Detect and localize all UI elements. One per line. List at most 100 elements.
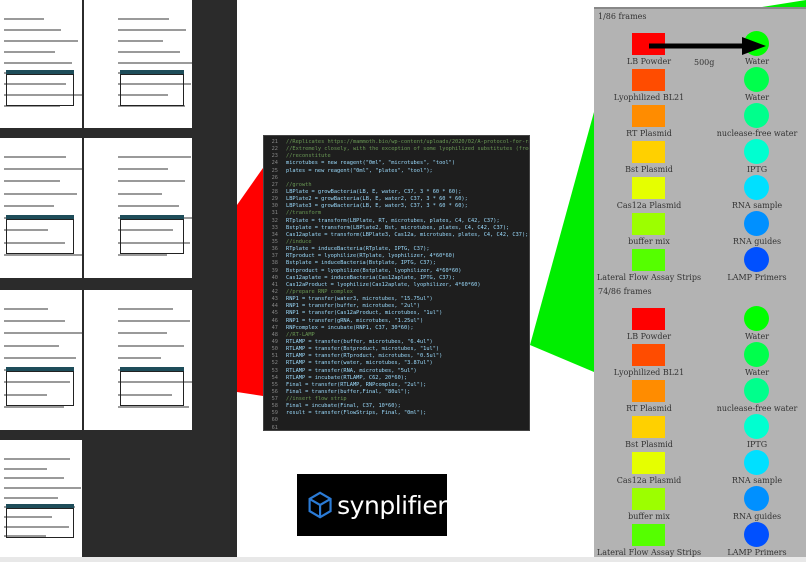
reagent-square	[632, 308, 665, 330]
code-text: RTLAMP = transfer(buffer, microtubes, "6…	[286, 338, 433, 345]
liquid-circle	[744, 139, 769, 164]
text-line	[4, 487, 81, 489]
reagent-square	[632, 380, 665, 402]
text-line	[4, 241, 65, 244]
text-line	[4, 405, 64, 408]
reagent-label: Lyophilized BL21	[613, 93, 685, 102]
code-text: Bstproduct = lyophilize(Bstplate, lyophi…	[286, 267, 462, 274]
reagent-square	[632, 488, 665, 510]
document-page-thumbnail[interactable]	[0, 0, 82, 128]
document-page-thumbnail[interactable]	[84, 0, 192, 128]
reagent-square	[632, 416, 665, 438]
document-page-thumbnail[interactable]	[0, 440, 82, 557]
liquid-circle	[744, 103, 769, 128]
line-number: 60	[271, 417, 278, 424]
line-number: 21	[271, 139, 278, 145]
code-line: 35//induce	[264, 239, 529, 246]
reagent-label: Bst Plasmid	[625, 165, 673, 174]
liquid-circle	[744, 306, 769, 331]
text-line	[4, 516, 52, 518]
code-text: Bstplate = induceBacteria(Bstplate, IPTG…	[286, 260, 436, 267]
text-line	[118, 168, 168, 171]
line-number: 45	[271, 310, 278, 317]
table-header	[120, 367, 184, 371]
code-text: //insert flow strip	[286, 396, 347, 403]
liquid-circle	[744, 522, 769, 547]
green-shape	[530, 112, 594, 372]
line-number: 31	[271, 210, 278, 217]
code-text: RNP1 = transfer(buffer, microtubes, "2ul…	[286, 303, 420, 310]
text-line	[4, 477, 64, 480]
text-line	[118, 253, 167, 256]
code-text: result = transfer(FlowStrips, Final, "0m…	[286, 410, 427, 417]
text-line	[4, 94, 82, 97]
document-page-thumbnail[interactable]	[84, 290, 192, 430]
reagent-label: Cas12a Plasmid	[616, 201, 682, 210]
text-line	[4, 192, 77, 195]
line-number: 51	[271, 353, 278, 360]
text-line	[4, 180, 60, 183]
line-number: 27	[271, 181, 278, 188]
line-number: 22	[271, 146, 278, 153]
code-text: RTLAMP = incubate(RTLAMP, C62, 20*60);	[286, 374, 408, 381]
text-line	[118, 94, 168, 97]
line-number: 26	[271, 174, 278, 181]
line-number: 40	[271, 274, 278, 281]
frame-counter: 74/86 frames	[598, 287, 652, 296]
document-page-thumbnail[interactable]	[84, 138, 192, 278]
line-number: 54	[271, 374, 278, 381]
synplifier-logo: synplifier	[297, 474, 447, 536]
text-line	[4, 28, 61, 31]
liquid-circle	[744, 378, 769, 403]
document-thumbnails-pane[interactable]	[0, 0, 237, 557]
liquid-label: Water	[744, 57, 770, 66]
document-page-thumbnail[interactable]	[0, 138, 82, 278]
line-number: 30	[271, 203, 278, 210]
line-number: 43	[271, 296, 278, 303]
reagent-square	[632, 177, 665, 199]
text-line	[4, 381, 70, 384]
text-line	[4, 496, 58, 499]
document-page-thumbnail[interactable]	[0, 290, 82, 430]
reagent-square	[632, 452, 665, 474]
line-number: 37	[271, 253, 278, 260]
line-number: 32	[271, 217, 278, 224]
code-text: Cas12aplate = transform(LBPlate3, Cas12a…	[286, 231, 529, 238]
line-number: 33	[271, 224, 278, 231]
code-editor[interactable]: 21//Replicates https://mammoth.bio/wp-co…	[263, 135, 530, 431]
liquid-label: Water	[744, 93, 770, 102]
table	[6, 508, 74, 538]
table	[120, 371, 184, 406]
code-text: plates = new reagent("0ml", "plates", "t…	[286, 167, 433, 174]
reagent-label: Cas12a Plasmid	[616, 476, 682, 485]
liquid-circle	[744, 342, 769, 367]
text-line	[118, 405, 189, 408]
line-number: 52	[271, 360, 278, 367]
code-text: LBPlate2 = growBacteria(LB, E, water2, C…	[286, 196, 468, 203]
line-number: 47	[271, 324, 278, 331]
code-text: Cas12aProduct = lyophilize(Cas12aplate, …	[286, 281, 481, 288]
text-line	[4, 356, 76, 359]
status-strip	[0, 557, 806, 562]
code-text: RTLAMP = transfer(RNA, microtubes, "5ul"…	[286, 367, 417, 374]
code-text: Final = transfer(RTLAMP, RNPcomplex, "2u…	[286, 381, 427, 388]
line-number: 36	[271, 246, 278, 253]
table	[6, 371, 74, 406]
table	[120, 219, 184, 254]
